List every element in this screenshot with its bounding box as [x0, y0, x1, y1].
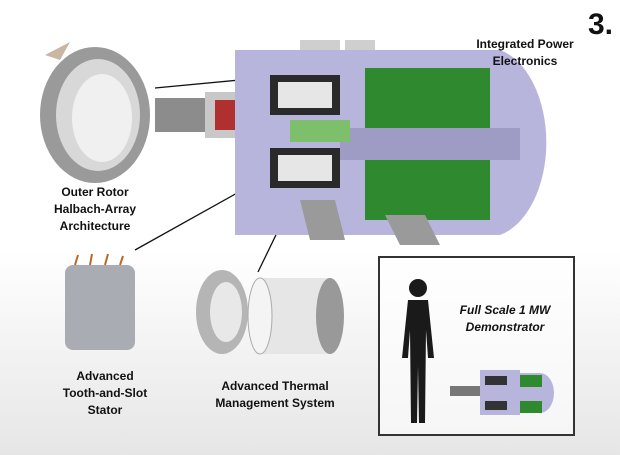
label-line: Advanced [76, 369, 134, 383]
thermal-components [196, 270, 344, 355]
stator [65, 253, 135, 350]
label-line: Tooth-and-Slot [62, 386, 148, 400]
label-line: Architecture [59, 219, 131, 233]
label-stator: Advanced Tooth-and-Slot Stator [45, 368, 165, 419]
label-line: Full Scale 1 MW [459, 303, 551, 317]
label-line: Halbach-Array [53, 202, 137, 216]
hand-icon [45, 42, 70, 60]
slide-number: 3. [588, 8, 614, 41]
motor-cutaway [155, 40, 547, 245]
demonstrator-inset: Full Scale 1 MW Demonstrator [378, 256, 575, 436]
human-silhouette-icon [402, 279, 434, 423]
label-line: Demonstrator [465, 320, 545, 334]
label-power-electronics: Integrated Power Electronics [455, 36, 595, 70]
demonstrator-motor [450, 370, 554, 415]
label-line: Advanced Thermal [221, 379, 329, 393]
electronics-bottom [365, 160, 490, 220]
outer-rotor-ring [40, 42, 150, 183]
label-demonstrator: Full Scale 1 MW Demonstrator [440, 302, 570, 336]
label-line: Integrated Power [476, 37, 574, 51]
label-outer-rotor: Outer Rotor Halbach-Array Architecture [30, 184, 160, 235]
label-line: Management System [215, 396, 335, 410]
inset-art [402, 279, 554, 423]
label-line: Stator [87, 403, 123, 417]
electronics-top [365, 68, 490, 130]
label-thermal: Advanced Thermal Management System [205, 378, 345, 412]
label-line: Electronics [492, 54, 558, 68]
label-line: Outer Rotor [61, 185, 129, 199]
